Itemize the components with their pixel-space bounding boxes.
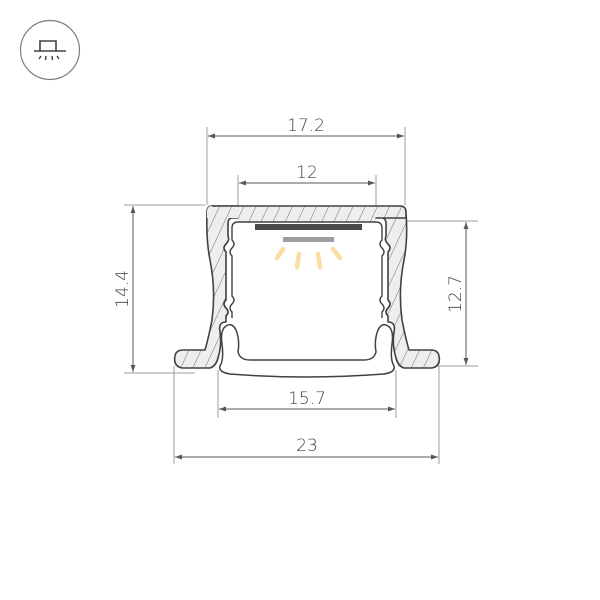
light-rays-icon bbox=[274, 246, 343, 270]
dim-total-height: 14.4 bbox=[113, 270, 133, 308]
dim-diffuser-width: 15.7 bbox=[288, 389, 326, 409]
aluminium-profile bbox=[173, 205, 441, 369]
profile-left-wall bbox=[173, 205, 239, 369]
dim-inner-opening-width: 12 bbox=[296, 163, 318, 183]
profile-inner-cavity bbox=[238, 221, 385, 318]
dim-inner-height: 12.7 bbox=[446, 275, 466, 313]
profile-top-bar bbox=[207, 206, 406, 222]
led-chip bbox=[283, 237, 334, 242]
dim-outer-top-width: 17.2 bbox=[287, 116, 325, 136]
led-strip bbox=[255, 224, 362, 230]
recessed-mount-icon bbox=[19, 19, 81, 81]
diffuser bbox=[218, 323, 396, 378]
profile-right-wall bbox=[375, 211, 441, 369]
dim-flange-width: 23 bbox=[296, 436, 318, 456]
dimension-lines bbox=[130, 133, 469, 460]
mounting-type-badge bbox=[19, 19, 81, 81]
